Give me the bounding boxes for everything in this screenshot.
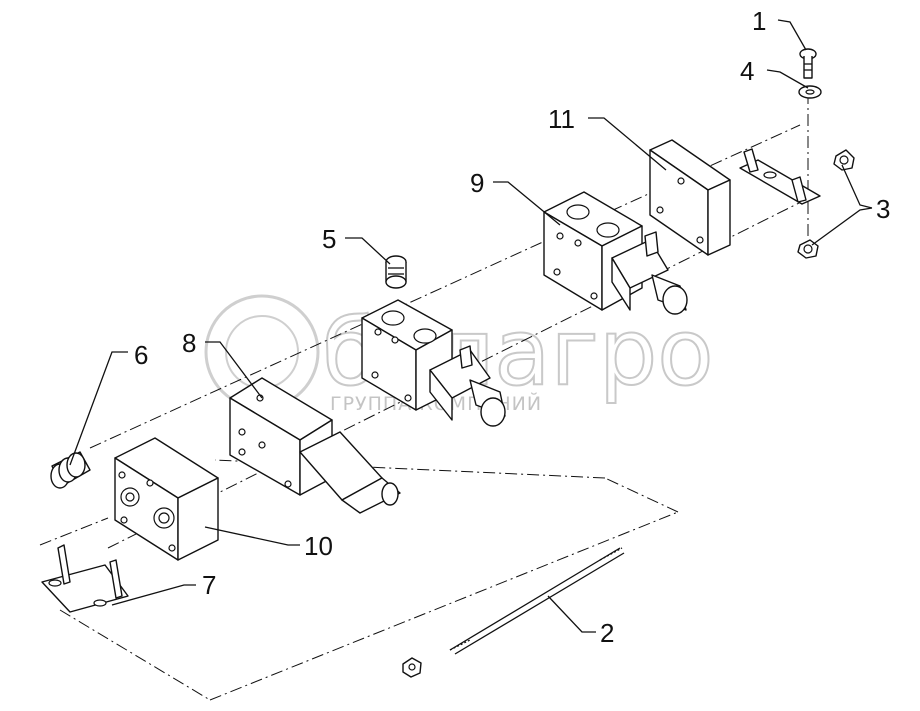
- callout-4: 4: [740, 56, 754, 86]
- leader-1: [777, 19, 807, 51]
- part-valve-lower: [361, 299, 506, 427]
- callout-5: 5: [322, 224, 336, 254]
- axis-rod-frame-2: [209, 511, 679, 701]
- part-7-bracket: [41, 544, 129, 613]
- leader-lines: [69, 19, 873, 633]
- leader-3b: [811, 207, 873, 246]
- axis-upper: [89, 124, 801, 449]
- part-11-plate: [649, 139, 731, 256]
- leader-9: [493, 181, 561, 226]
- callout-6: 6: [134, 340, 148, 370]
- callout-10: 10: [304, 531, 333, 561]
- callout-8: 8: [182, 328, 196, 358]
- leader-7: [111, 584, 196, 606]
- callout-3: 3: [876, 194, 890, 224]
- axis-rod-frame-1: [59, 609, 211, 701]
- leader-3a: [841, 164, 873, 209]
- leader-4: [766, 69, 809, 89]
- leader-2: [547, 595, 596, 633]
- callout-9: 9: [470, 168, 484, 198]
- part-3-nuts: [797, 149, 855, 259]
- part-2-tie-rod: [402, 547, 625, 678]
- part-8-block: [229, 377, 401, 514]
- callout-1: 1: [752, 6, 766, 36]
- leader-6: [69, 351, 128, 466]
- leader-11: [588, 117, 667, 171]
- callout-7: 7: [202, 570, 216, 600]
- leader-8: [205, 341, 263, 399]
- callout-11: 11: [548, 104, 575, 134]
- part-upper-bracket: [739, 148, 821, 205]
- part-9-valve: [543, 191, 688, 315]
- callout-2: 2: [600, 618, 614, 648]
- part-4-washer: [798, 85, 822, 99]
- axis-bracket-left: [39, 517, 109, 546]
- part-1-bolt: [799, 48, 817, 79]
- part-5-fitting: [385, 255, 407, 289]
- watermark-logo-inner: [225, 315, 299, 389]
- part-6-plug: [50, 451, 91, 489]
- leader-5: [345, 237, 391, 265]
- part-10-end-block: [114, 437, 219, 561]
- callout-labels: 1 2 3 4 5 6 7 8 9 10 11: [134, 6, 890, 648]
- leader-10: [204, 526, 300, 546]
- axis-rod-frame-3: [604, 477, 679, 513]
